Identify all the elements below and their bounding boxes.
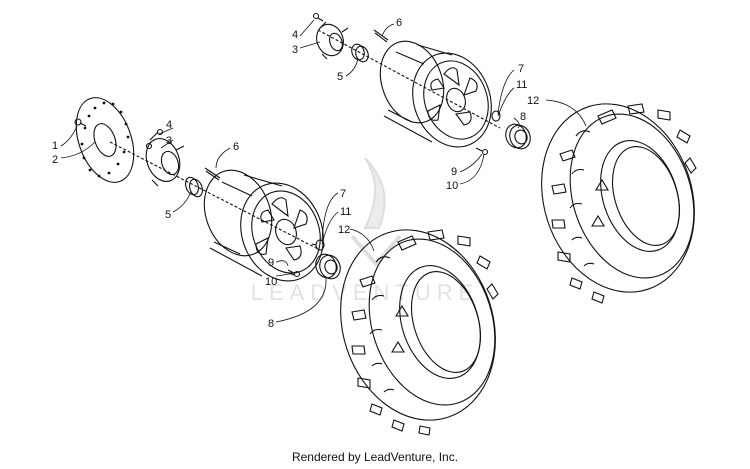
callout-front-12: 12 (338, 224, 350, 236)
callout-rear-9: 9 (451, 166, 457, 178)
callout-rear-3: 3 (292, 44, 298, 56)
rear-wheel-assembly (299, 12, 697, 304)
callout-rear-11: 11 (516, 79, 527, 91)
callout-front-3: 3 (166, 135, 172, 147)
rear-center-cap (505, 123, 531, 150)
callout-front-11: 11 (340, 206, 351, 218)
center-cap (315, 253, 341, 280)
rear-tire (541, 103, 697, 304)
axle-centerline (109, 141, 321, 251)
callout-rear-6: 6 (396, 17, 402, 29)
callout-rear-10: 10 (446, 180, 458, 192)
front-tire (340, 229, 499, 436)
rear-wheel-rim (379, 40, 492, 148)
front-callouts: 1 2 4 3 6 5 7 11 12 9 10 8 (52, 119, 351, 330)
valve-stem (287, 269, 301, 278)
callout-rear-4: 4 (292, 29, 298, 41)
rear-valve-stem (475, 147, 489, 156)
watermark-text: LEADVENTURE (251, 280, 480, 305)
callout-rear-5: 5 (337, 71, 343, 83)
rear-lug-nut (491, 110, 501, 122)
callout-front-7: 7 (340, 188, 346, 200)
callout-front-1: 1 (52, 140, 58, 152)
disc-bolt (74, 118, 87, 127)
brake-disc (75, 97, 135, 183)
render-credit: Rendered by LeadVenture, Inc. (291, 450, 459, 464)
rear-cotter-pin (373, 29, 389, 43)
callout-rear-7: 7 (518, 63, 524, 75)
callout-rear-12: 12 (527, 95, 539, 107)
callout-front-6: 6 (233, 141, 239, 153)
wheel-rim (203, 169, 324, 282)
rear-leader-lines (299, 19, 587, 185)
rear-callouts: 4 3 6 5 7 11 12 8 9 10 (292, 17, 539, 192)
hub-nut (185, 176, 203, 198)
callout-front-9: 9 (268, 257, 274, 269)
rear-hub-nut (351, 43, 369, 63)
callout-front-2: 2 (52, 154, 58, 166)
callout-front-5: 5 (165, 209, 171, 221)
rear-wheel-hub (316, 21, 349, 60)
lug-nut (311, 239, 325, 251)
callout-front-8: 8 (268, 318, 274, 330)
front-wheel-assembly (60, 97, 499, 436)
cotter-pin (204, 167, 221, 181)
callout-rear-8: 8 (520, 111, 526, 123)
callout-front-10: 10 (265, 276, 277, 288)
front-leader-lines (60, 125, 375, 323)
callout-front-4: 4 (166, 119, 172, 131)
rear-wheel-stud (312, 12, 324, 22)
wheel-hub (145, 128, 185, 187)
